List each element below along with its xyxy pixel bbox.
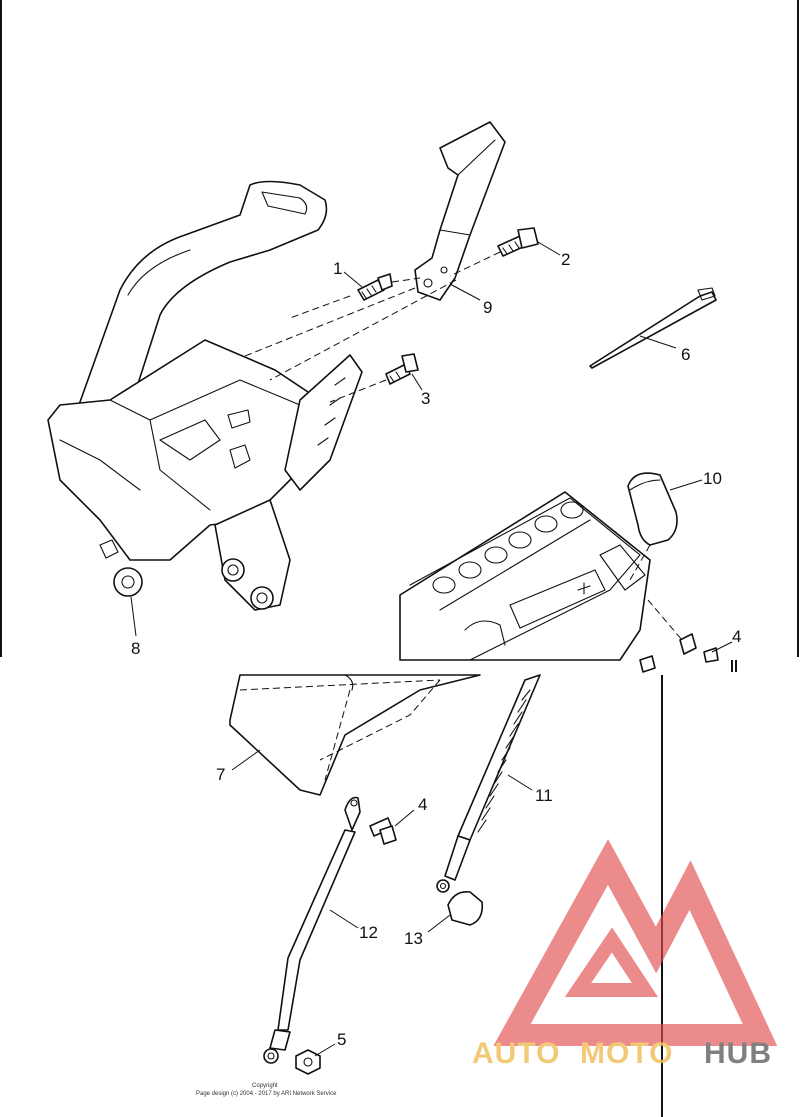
callout-7: 7 bbox=[216, 765, 225, 784]
callout-6: 6 bbox=[681, 345, 690, 364]
callouts: 1 2 3 4 4 5 6 7 8 9 10 11 12 13 bbox=[131, 250, 741, 1049]
callout-1: 1 bbox=[333, 259, 342, 278]
callout-3: 3 bbox=[421, 389, 430, 408]
callout-4-upper: 4 bbox=[732, 627, 741, 646]
leader-lines bbox=[130, 241, 733, 1057]
callout-10: 10 bbox=[703, 469, 722, 488]
callout-9: 9 bbox=[483, 298, 492, 317]
bolt-part-2 bbox=[497, 227, 539, 257]
battery-tray-part-8 bbox=[47, 180, 363, 611]
positive-cable-part-11 bbox=[436, 674, 541, 893]
watermark-text-hub: HUB bbox=[704, 1037, 772, 1070]
negative-cable-part-12 bbox=[263, 796, 361, 1064]
watermark-text-auto: AUTO bbox=[472, 1037, 560, 1070]
battery-strap-part-9 bbox=[414, 121, 506, 301]
battery-upper bbox=[399, 491, 651, 661]
bolt-part-4-lower bbox=[369, 817, 397, 845]
copyright-notice: Copyright Page design (c) 2004 - 2017 by… bbox=[196, 1083, 337, 1097]
callout-13: 13 bbox=[404, 929, 423, 948]
callout-2: 2 bbox=[561, 250, 570, 269]
assembly-lines bbox=[244, 251, 683, 641]
nut-part-5 bbox=[295, 1049, 321, 1075]
bolt-part-3 bbox=[385, 353, 419, 385]
upper-panel-frame bbox=[0, 0, 799, 657]
watermark-logo: AUTO MOTO HUB bbox=[472, 839, 778, 1070]
terminal-cover-part-10 bbox=[627, 472, 678, 546]
battery-part-7 bbox=[229, 674, 481, 796]
callout-11: 11 bbox=[535, 786, 553, 805]
screw-part-1 bbox=[357, 273, 393, 301]
watermark-triangle-icon bbox=[493, 839, 778, 1046]
bolt-part-4-upper bbox=[639, 633, 719, 673]
copyright-line-1: Copyright bbox=[252, 1083, 278, 1089]
callout-5: 5 bbox=[337, 1030, 346, 1049]
callout-8: 8 bbox=[131, 639, 140, 658]
terminal-cover-part-13 bbox=[447, 890, 484, 926]
callout-4-lower: 4 bbox=[418, 795, 427, 814]
callout-12: 12 bbox=[359, 923, 378, 942]
watermark-text-moto: MOTO bbox=[580, 1037, 673, 1070]
cable-tie-part-6 bbox=[589, 287, 717, 369]
copyright-line-2: Page design (c) 2004 - 2017 by ARI Netwo… bbox=[196, 1091, 337, 1097]
